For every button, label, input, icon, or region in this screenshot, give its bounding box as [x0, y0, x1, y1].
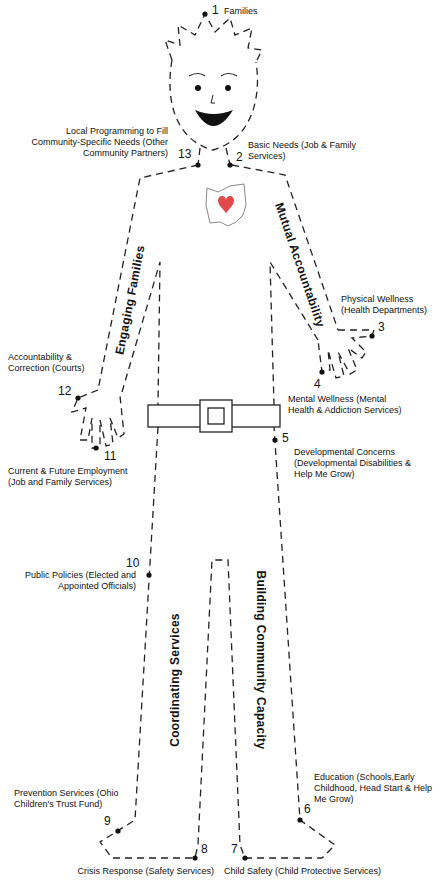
callout-number: 9	[104, 814, 111, 828]
callout-label: Basic Needs (Job & Family Services)	[248, 140, 363, 162]
callout-number: 7	[231, 842, 238, 856]
callout-label: Physical Wellness (Health Departments)	[341, 294, 437, 316]
callout-label: Local Programming to Fill Community-Spec…	[20, 126, 168, 159]
callout-label: Mental Wellness (Mental Health & Addicti…	[288, 394, 402, 416]
hair-outline	[165, 14, 262, 62]
callout-number: 3	[378, 320, 385, 334]
callout-number: 2	[236, 150, 243, 164]
callout-label: Crisis Response (Safety Services)	[50, 866, 214, 877]
face	[189, 74, 237, 127]
callout-number: 8	[201, 842, 208, 856]
callout-number: 11	[104, 449, 116, 463]
right-arm-outer	[232, 165, 338, 330]
callout-number: 1	[212, 3, 219, 17]
legs-outline	[100, 427, 335, 858]
theme-label: Building Community Capacity	[254, 571, 268, 750]
face-outline	[170, 60, 258, 150]
belt	[148, 400, 280, 432]
callout-label: Child Safety (Child Protective Services)	[224, 866, 434, 877]
callout-label: Current & Future Employment (Job and Fam…	[8, 466, 143, 488]
callout-label: Public Policies (Elected and Appointed O…	[24, 570, 136, 592]
left-hand	[72, 390, 124, 448]
callout-number: 5	[282, 431, 289, 445]
callout-number: 13	[178, 147, 191, 161]
right-hand	[318, 330, 374, 378]
callout-number: 4	[314, 377, 321, 391]
neck-outline	[198, 148, 230, 165]
callout-number: 6	[304, 802, 311, 816]
callout-label: Families	[224, 6, 304, 17]
callout-number: 12	[58, 384, 71, 398]
theme-label: Engaging Families	[112, 244, 147, 356]
theme-label: Coordinating Services	[168, 613, 182, 747]
callout-label: Accountability & Correction (Courts)	[8, 352, 100, 374]
ohio-heart	[206, 184, 246, 226]
callout-label: Prevention Services (Ohio Children's Tru…	[14, 788, 126, 810]
callout-label: Education (Schools,Early Childhood, Head…	[314, 772, 434, 805]
callout-number: 10	[126, 556, 139, 570]
left-arm-outer	[98, 165, 198, 390]
callout-label: Developmental Concerns (Developmental Di…	[294, 447, 416, 480]
